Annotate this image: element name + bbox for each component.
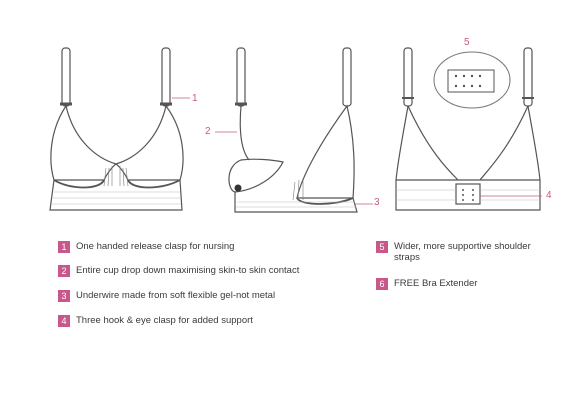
callout-2: 2 bbox=[205, 126, 211, 137]
callout-1: 1 bbox=[192, 93, 198, 104]
feature-text: Wider, more supportive shoulder straps bbox=[394, 241, 531, 263]
feature-number: 5 bbox=[376, 241, 388, 253]
feature-number: 3 bbox=[58, 290, 70, 302]
callout-4: 4 bbox=[546, 190, 552, 201]
feature-text: One handed release clasp for nursing bbox=[76, 241, 235, 252]
feature-text: FREE Bra Extender bbox=[394, 278, 478, 289]
callout-3: 3 bbox=[374, 197, 380, 208]
callout-5: 5 bbox=[464, 37, 470, 48]
feature-number: 1 bbox=[58, 241, 70, 253]
feature-text: Three hook & eye clasp for added support bbox=[76, 315, 253, 326]
bra-back-illustration bbox=[395, 47, 542, 211]
bra-nursing-open-illustration bbox=[215, 47, 373, 213]
feature-text: Underwire made from soft flexible gel-no… bbox=[76, 290, 276, 301]
feature-number: 6 bbox=[376, 278, 388, 290]
feature-number: 4 bbox=[58, 315, 70, 327]
feature-number: 2 bbox=[58, 265, 70, 277]
feature-text: Entire cup drop down maximising skin-to … bbox=[76, 265, 300, 276]
bra-front-illustration bbox=[49, 47, 190, 211]
bra-extender-icon bbox=[433, 51, 511, 109]
